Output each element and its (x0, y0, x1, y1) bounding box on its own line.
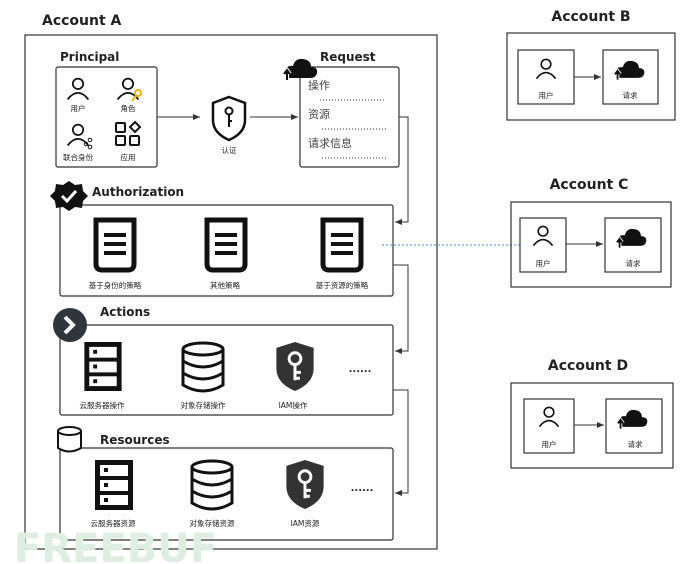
action-iam-label: IAM操作 (279, 400, 308, 410)
account-c-title: Account C (550, 177, 629, 193)
authorization-title: Authorization (92, 185, 184, 199)
account-d-title: Account D (548, 358, 628, 374)
actions-to-resources-arrow (393, 389, 409, 496)
principal-app-label: 应用 (121, 152, 136, 162)
request-field-operation: 操作 (308, 78, 330, 92)
actions-chevron-icon (53, 308, 87, 342)
actions-title: Actions (100, 305, 150, 319)
action-cos-label: 对象存储操作 (181, 400, 226, 410)
account-a-title: Account A (42, 13, 122, 29)
request-title: Request (320, 50, 376, 64)
principal-box (55, 66, 158, 168)
resources-more: ...... (351, 483, 374, 494)
authentication-shield-icon (211, 95, 247, 142)
server-icon (84, 342, 122, 391)
role-icon (116, 77, 142, 102)
authorization-box (59, 204, 394, 297)
account-d-request-label: 请求 (628, 439, 643, 449)
cloud-upload-icon (283, 56, 319, 80)
account-b-title: Account B (551, 9, 630, 25)
account-a-box (24, 34, 438, 550)
federated-identity-icon (66, 123, 93, 150)
principal-user-label: 用户 (71, 103, 86, 113)
principal-title: Principal (60, 50, 119, 64)
account-d-box (510, 382, 674, 469)
resource-cos-label: 对象存储资源 (190, 518, 235, 528)
account-b-box (506, 32, 676, 121)
verified-badge-icon (50, 181, 88, 211)
authorization-to-actions-arrow (393, 264, 409, 354)
account-d-user-label: 用户 (542, 439, 557, 449)
resource-cvm-label: 云服务器资源 (91, 518, 136, 528)
identity-policy-label: 基于身份的策略 (89, 280, 142, 290)
actions-more: ...... (349, 364, 372, 375)
principal-role-label: 角色 (121, 103, 136, 113)
account-c-user-label: 用户 (536, 258, 551, 268)
watermark: FREEBUF (14, 526, 217, 564)
resource-iam-label: IAM资源 (291, 518, 320, 528)
account-c-box (510, 201, 672, 288)
request-to-authorization-arrow (395, 116, 409, 225)
account-b-request-label: 请求 (623, 90, 638, 100)
account-c-request-label: 请求 (626, 258, 641, 268)
resources-cylinder-icon (57, 426, 82, 453)
server-icon (95, 460, 133, 510)
resource-policy-label: 基于资源的策略 (316, 280, 369, 290)
principal-federated-label: 联合身份 (63, 152, 93, 162)
action-cvm-label: 云服务器操作 (80, 400, 125, 410)
request-field-resource: 资源 (308, 107, 330, 121)
account-b-user-label: 用户 (539, 90, 554, 100)
application-icon (115, 120, 142, 146)
authentication-label: 认证 (222, 145, 237, 155)
request-field-info: 请求信息 (308, 136, 352, 150)
other-policy-label: 其他策略 (210, 280, 240, 290)
resources-title: Resources (100, 433, 170, 447)
